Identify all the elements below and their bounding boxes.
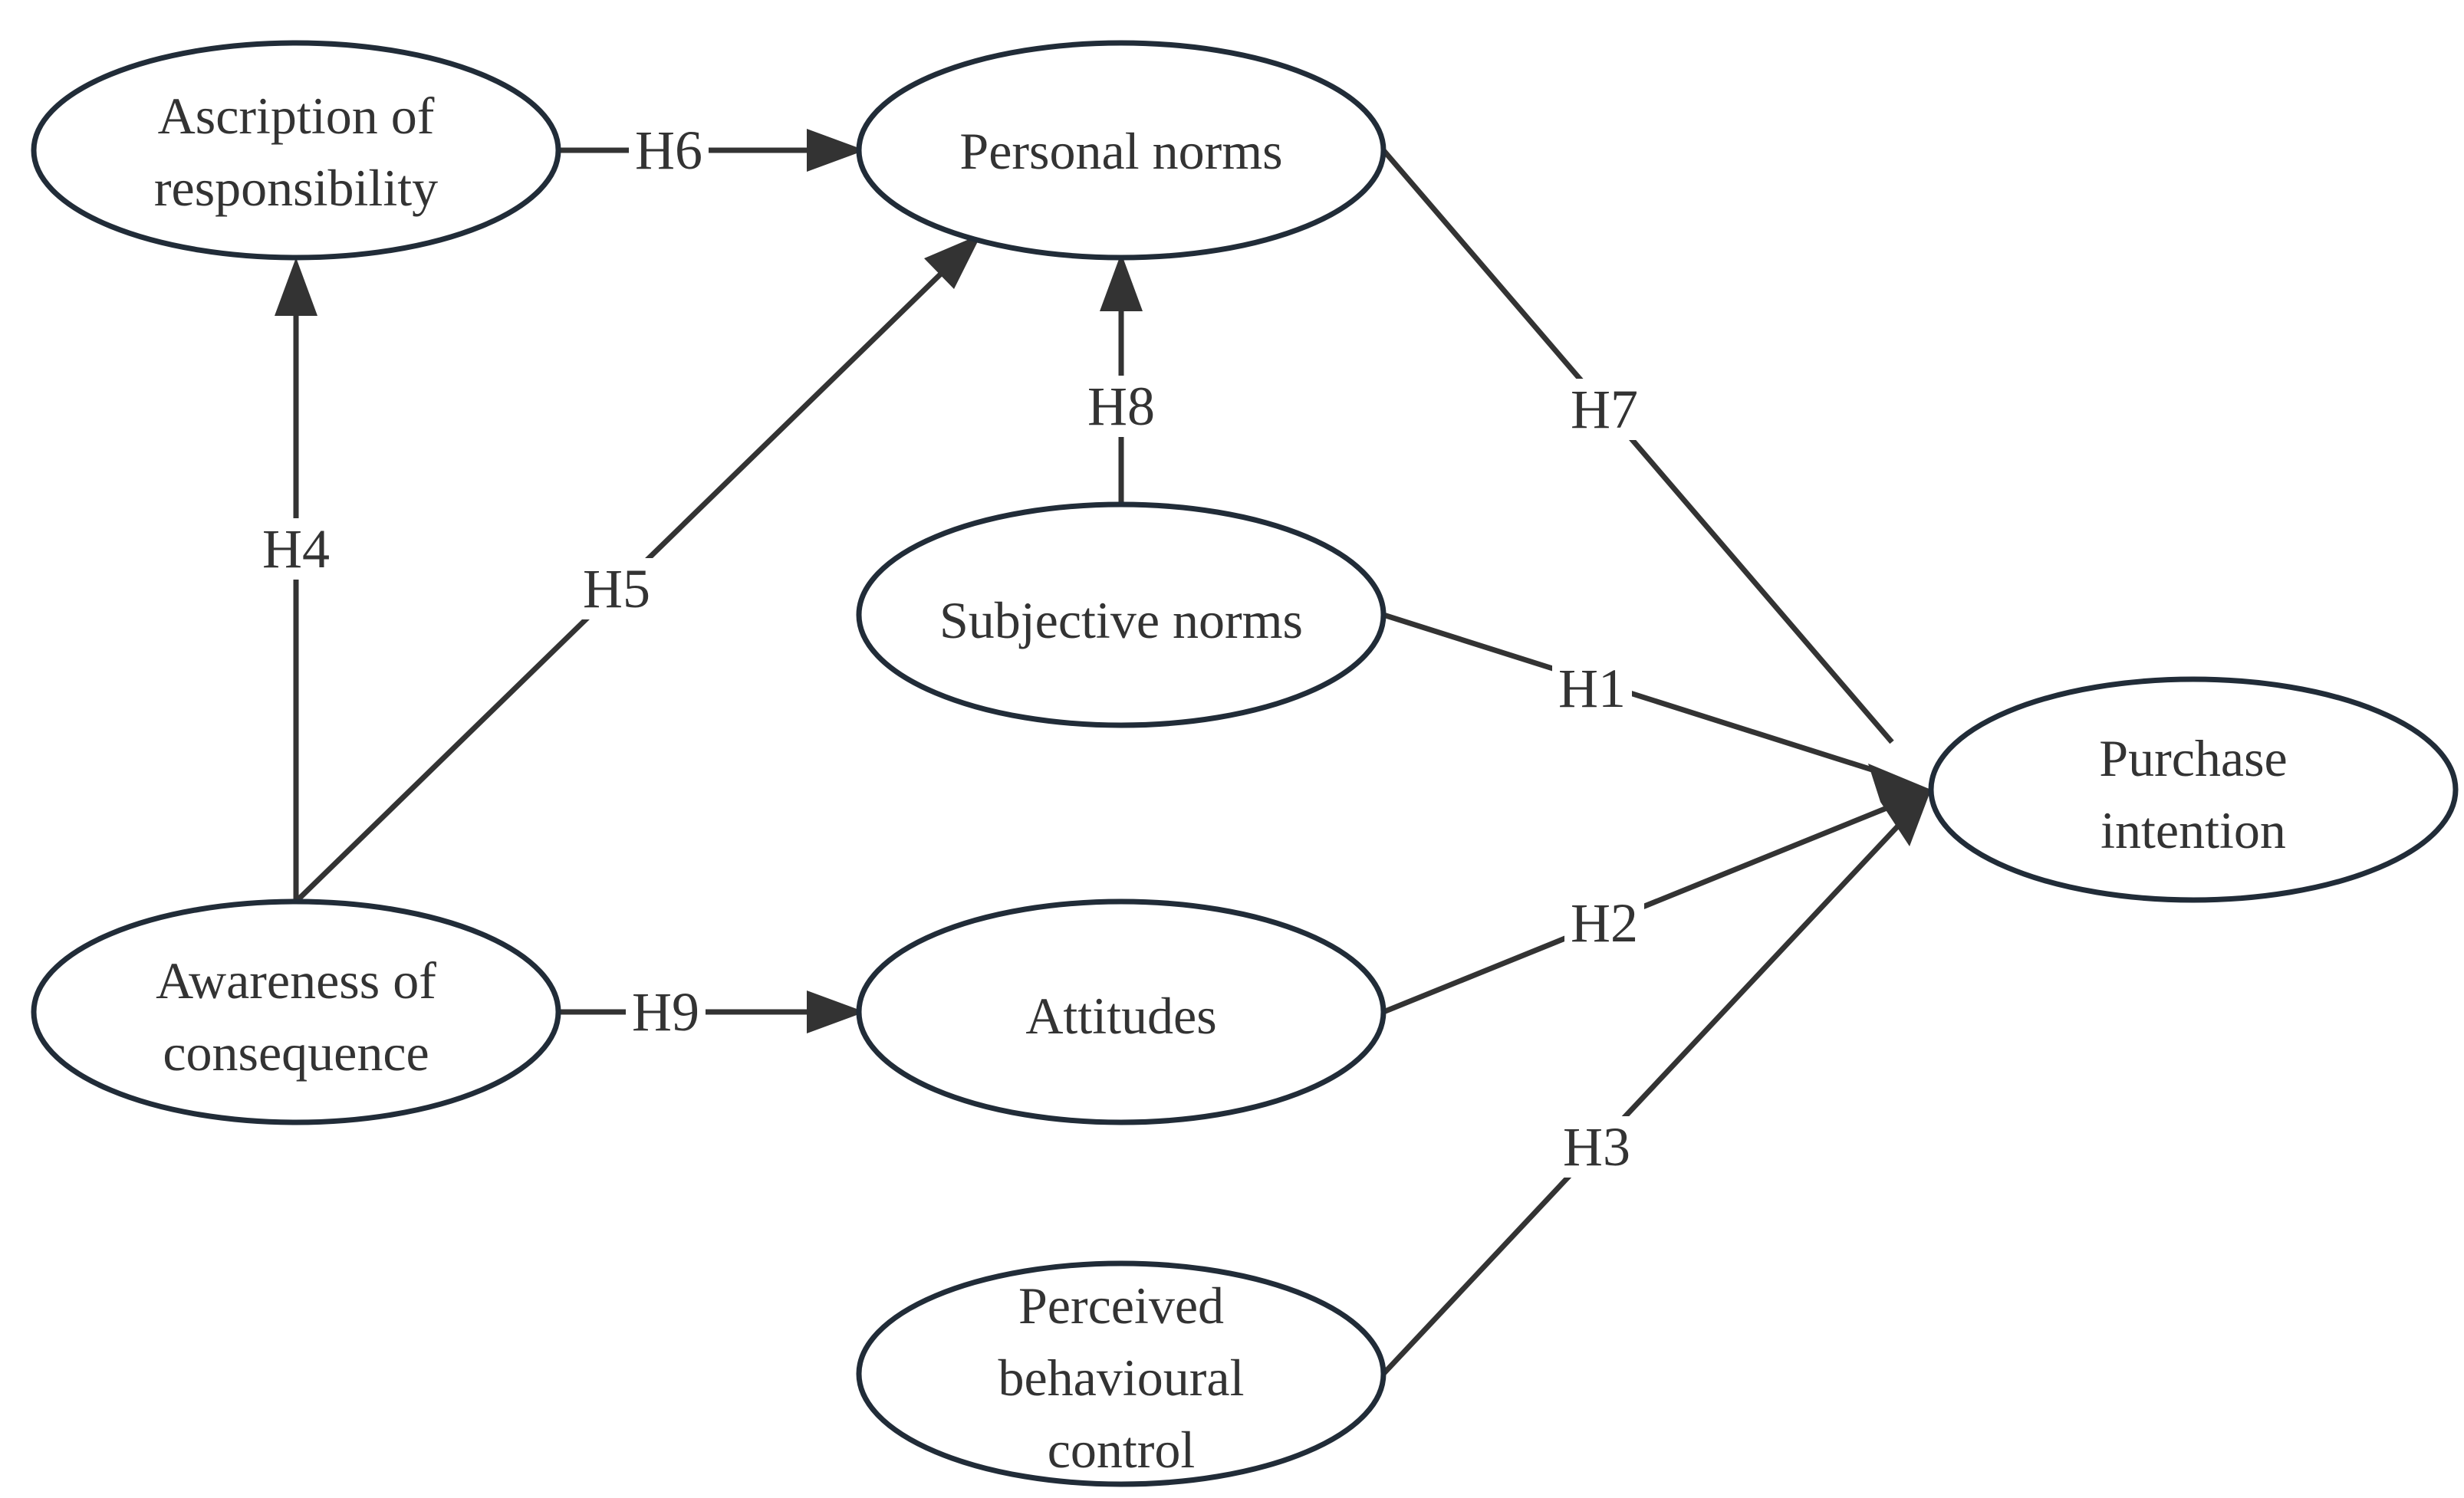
node-pbc-line2: behavioural	[998, 1349, 1245, 1407]
node-awareness-line1: Awareness of	[156, 951, 436, 1010]
edge-label-h9: H9	[632, 981, 699, 1043]
node-awareness-line2: consequence	[163, 1023, 429, 1082]
node-awareness-of-consequence: Awareness of consequence	[31, 898, 561, 1125]
edge-h7: H7	[1381, 148, 1894, 744]
node-subjective-norms: Subjective norms	[856, 501, 1387, 728]
node-pbc-line3: control	[1048, 1421, 1196, 1479]
edge-h5: H5	[294, 234, 982, 904]
edge-h6: H6	[558, 120, 865, 181]
edge-label-h3: H3	[1563, 1116, 1630, 1178]
edge-label-h2: H2	[1571, 892, 1638, 954]
edge-h9: H9	[558, 981, 865, 1043]
node-personal-norms: Personal norms	[856, 40, 1387, 261]
edge-label-h6: H6	[635, 120, 702, 181]
node-ascription-of-responsibility: Ascription of responsibility	[31, 40, 561, 261]
node-attitudes: Attitudes	[856, 898, 1387, 1125]
node-purchase-intention: Purchase intention	[1928, 676, 2459, 903]
node-attitudes-line1: Attitudes	[1025, 987, 1216, 1045]
edge-label-h7: H7	[1571, 379, 1638, 440]
nodes: Ascription of responsibility Personal no…	[31, 40, 2459, 1487]
node-purchase-line1: Purchase	[2099, 729, 2287, 787]
edge-h1: H1	[1382, 612, 1888, 777]
node-perceived-behavioural-control: Perceived behavioural control	[856, 1260, 1387, 1487]
edge-h4: H4	[256, 258, 336, 902]
edges: H6 H4 H5 H8 H9	[256, 120, 1931, 1376]
node-personal-norms-line1: Personal norms	[959, 122, 1282, 180]
node-pbc-line1: Perceived	[1018, 1276, 1224, 1335]
edge-label-h8: H8	[1087, 376, 1155, 437]
edge-h2: H2	[1382, 799, 1903, 1015]
node-ascription-line1: Ascription of	[158, 87, 435, 145]
node-subjective-norms-line1: Subjective norms	[939, 591, 1303, 649]
node-purchase-line2: intention	[2100, 801, 2286, 859]
node-ascription-line2: responsibility	[154, 159, 438, 217]
edge-label-h4: H4	[262, 518, 330, 580]
edge-h3: H3	[1381, 820, 1904, 1376]
merged-arrowhead	[1868, 764, 1931, 846]
edge-h8: H8	[1081, 253, 1161, 504]
edge-label-h1: H1	[1558, 658, 1626, 719]
edge-label-h5: H5	[583, 558, 650, 619]
